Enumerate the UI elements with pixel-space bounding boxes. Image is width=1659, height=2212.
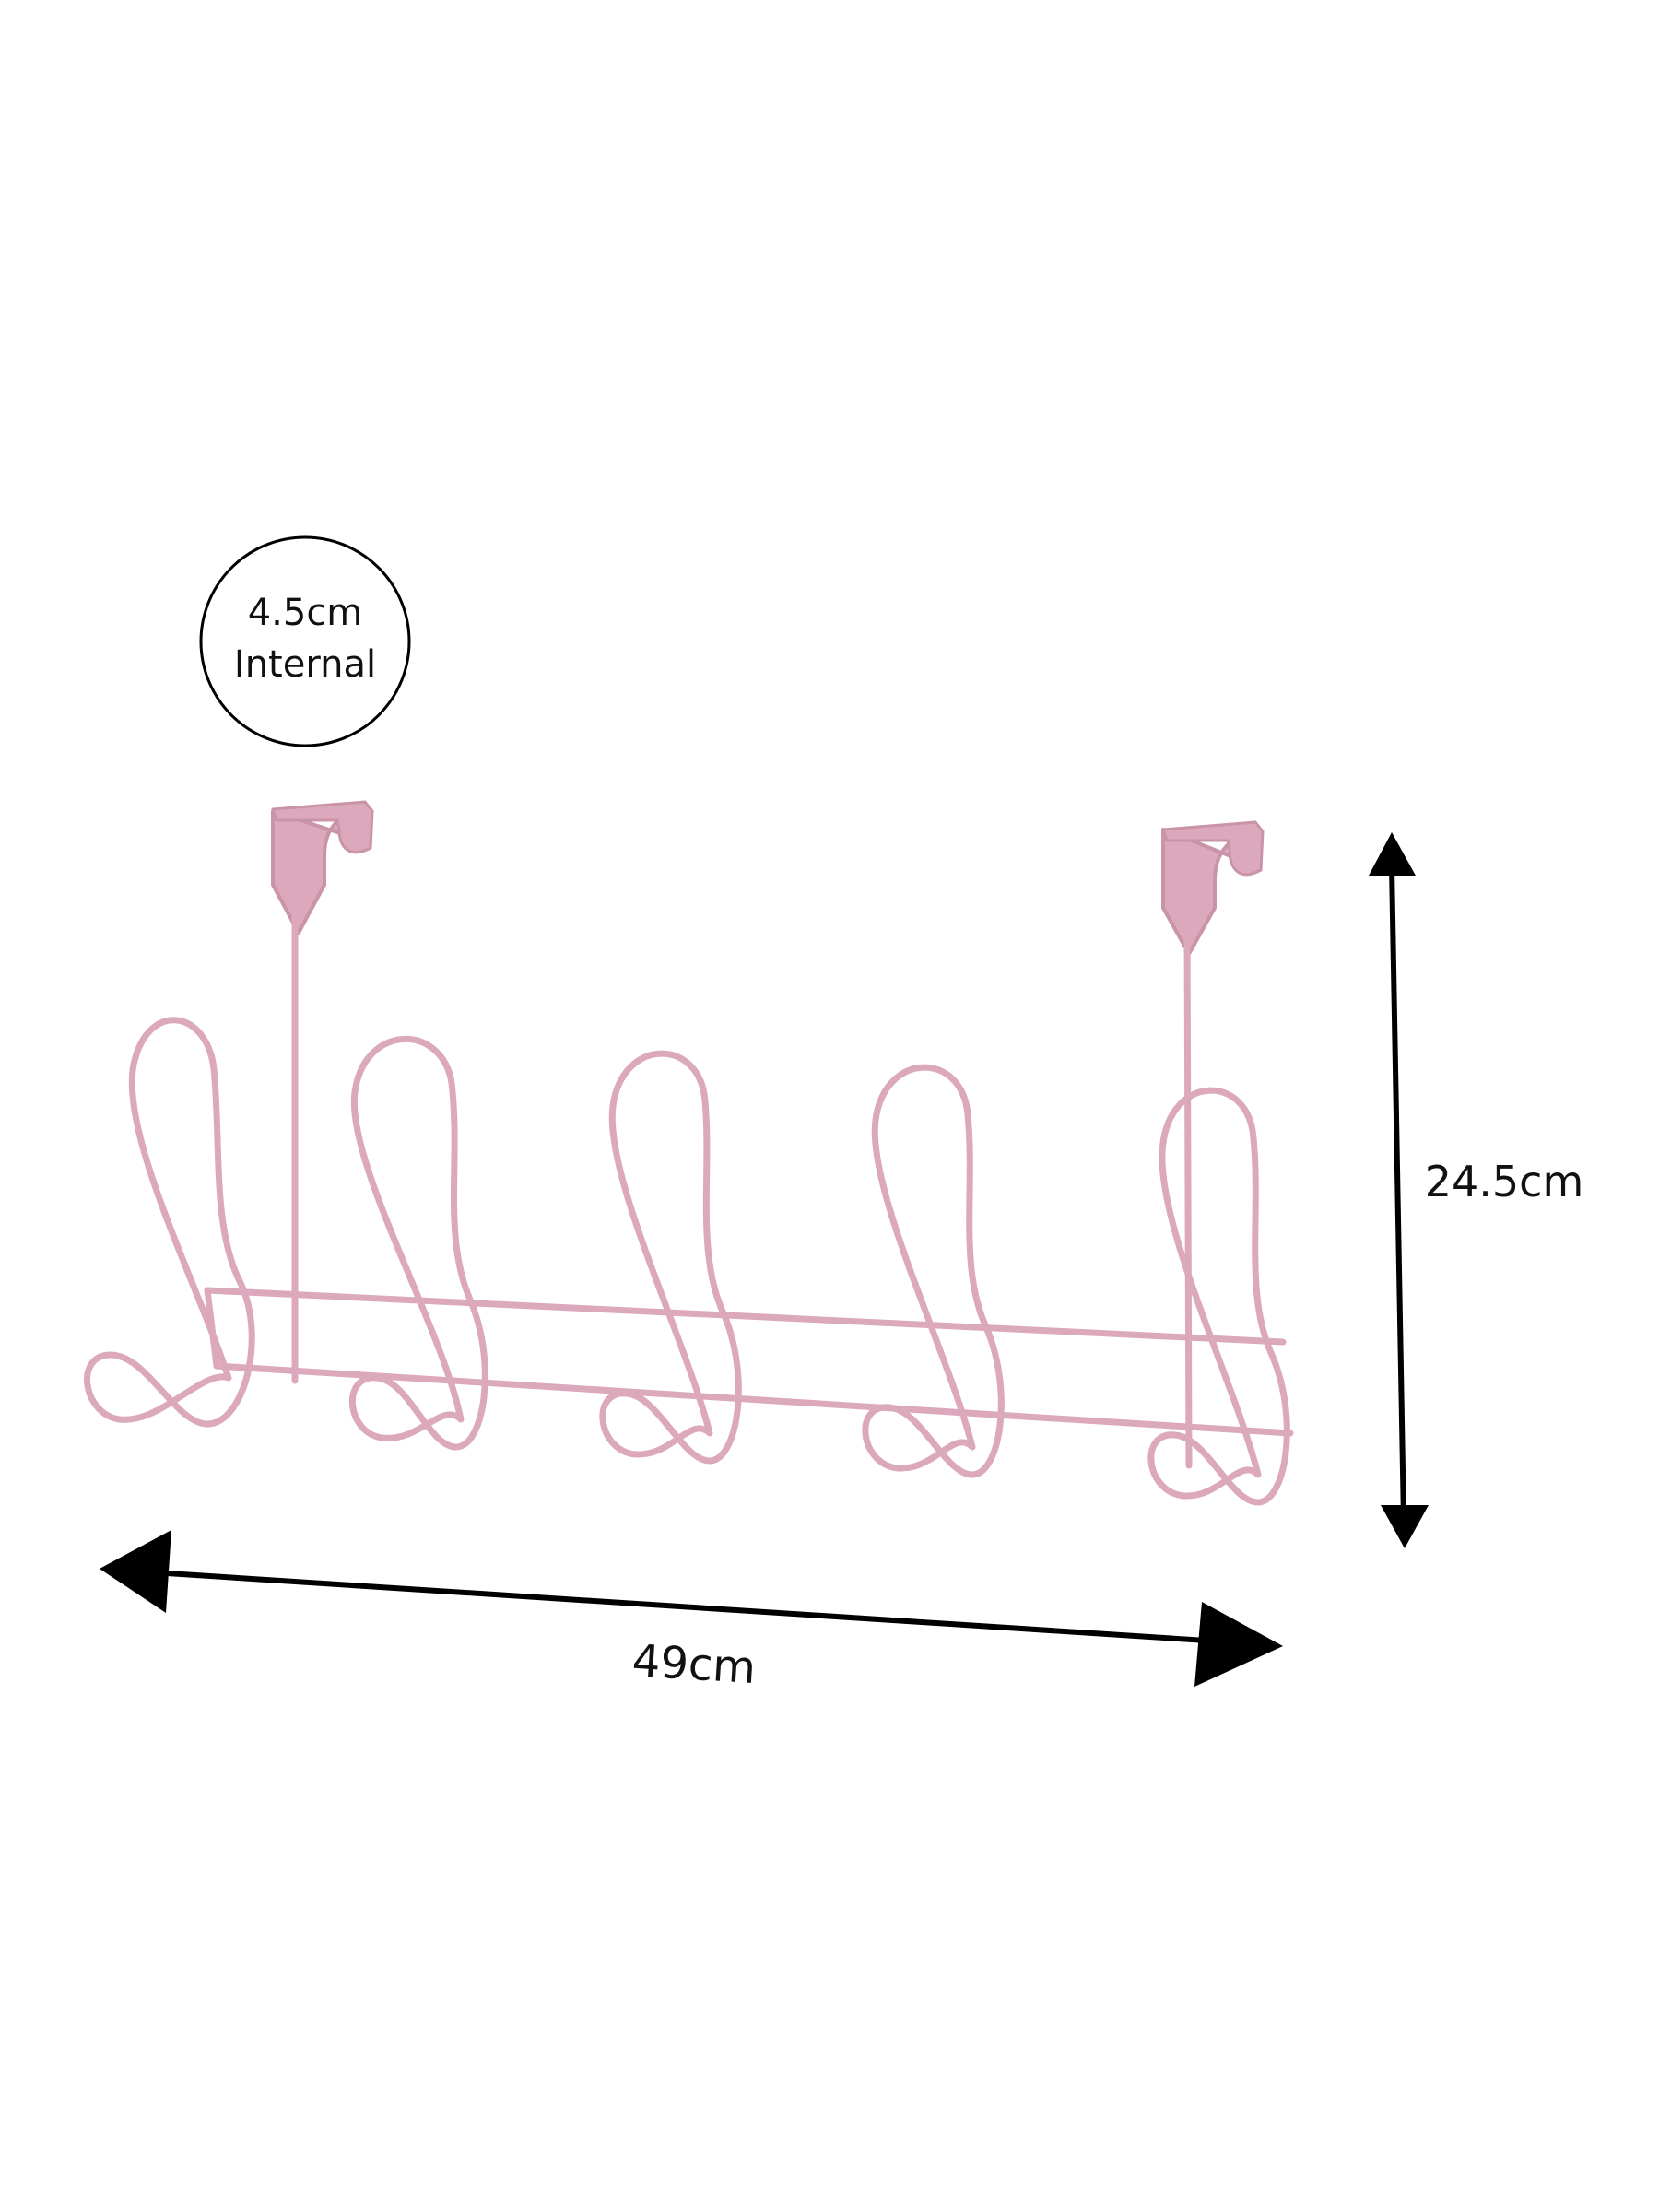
height-arrow-up-head (1369, 832, 1416, 876)
width-arrow-line (137, 1569, 1236, 1645)
hook-1 (84, 1017, 255, 1428)
internal-gap-label: Internal (234, 643, 376, 686)
coat-rack (84, 800, 1294, 1506)
height-arrow-down-head (1381, 1505, 1429, 1548)
left-door-bracket (271, 800, 374, 1384)
bottom-rail (213, 1362, 1294, 1437)
internal-gap-value: 4.5cm (248, 592, 363, 634)
hook-2 (348, 1036, 488, 1451)
hook-3 (599, 1050, 742, 1465)
width-value: 49cm (630, 1635, 757, 1694)
internal-gap-callout: 4.5cm Internal (199, 535, 411, 747)
height-value: 24.5cm (1425, 1157, 1584, 1206)
hook-5 (1147, 1087, 1290, 1506)
width-dimension: 49cm (100, 1530, 1283, 1694)
width-arrow-right-head (1194, 1602, 1283, 1687)
right-door-bracket (1161, 820, 1265, 1469)
width-arrow-left-head (100, 1530, 171, 1613)
hook-4 (862, 1064, 1005, 1478)
top-rail (204, 1287, 1287, 1346)
height-arrow-line (1389, 865, 1406, 1522)
internal-gap-circle (199, 535, 411, 747)
height-dimension: 24.5cm (1369, 832, 1583, 1548)
